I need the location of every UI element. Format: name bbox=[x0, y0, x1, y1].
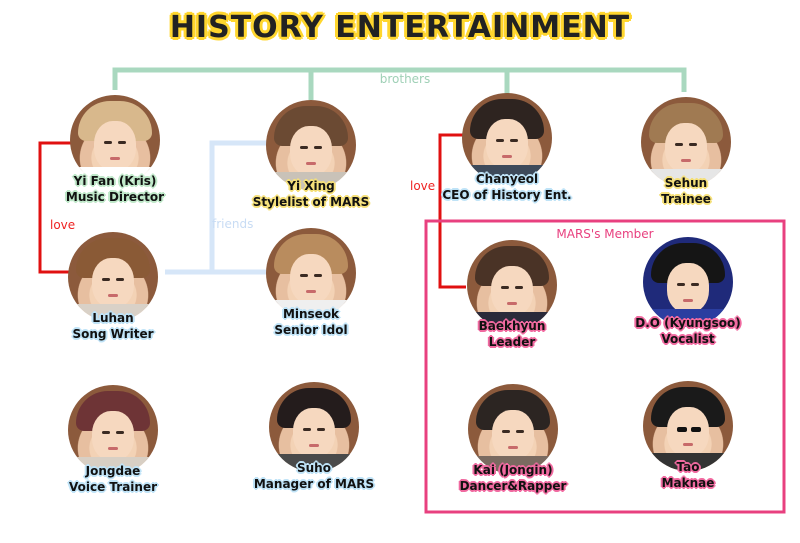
member-chanyeol: Chanyeol CEO of History Ent. bbox=[427, 93, 587, 223]
member-tao: Tao Maknae bbox=[608, 381, 768, 511]
name-baekhyun: Baekhyun bbox=[478, 319, 546, 333]
avatar-jongdae bbox=[68, 385, 158, 475]
avatar-minseok bbox=[266, 228, 356, 318]
role-chanyeol: CEO of History Ent. bbox=[442, 188, 572, 202]
love-connector-1 bbox=[38, 141, 75, 274]
role-suho: Manager of MARS bbox=[253, 477, 375, 491]
member-sehun: Sehun Trainee bbox=[606, 97, 766, 227]
avatar-do bbox=[643, 237, 733, 327]
name-minseok: Minseok bbox=[282, 307, 340, 321]
love-line-2 bbox=[438, 133, 468, 289]
member-do: D.O (Kyungsoo) Vocalist bbox=[608, 237, 768, 367]
label-do: D.O (Kyungsoo) Vocalist bbox=[608, 315, 768, 347]
label-sehun: Sehun Trainee bbox=[606, 175, 766, 207]
name-chanyeol: Chanyeol bbox=[475, 172, 539, 186]
name-do: D.O (Kyungsoo) bbox=[635, 316, 741, 330]
group-title: MARS's Member bbox=[556, 227, 654, 241]
name-kai: Kai (Jongin) bbox=[473, 463, 553, 477]
role-baekhyun: Leader bbox=[488, 335, 536, 349]
label-luhan: Luhan Song Writer bbox=[33, 310, 193, 342]
member-kai: Kai (Jongin) Dancer&Rapper bbox=[433, 384, 593, 514]
name-yifan: Yi Fan (Kris) bbox=[73, 174, 157, 188]
label-jongdae: Jongdae Voice Trainer bbox=[33, 463, 193, 495]
role-tao: Maknae bbox=[661, 476, 715, 490]
role-yifan: Music Director bbox=[65, 190, 165, 204]
label-suho: Suho Manager of MARS bbox=[234, 460, 394, 492]
love-line-1 bbox=[38, 141, 75, 274]
label-kai: Kai (Jongin) Dancer&Rapper bbox=[433, 462, 593, 494]
role-minseok: Senior Idol bbox=[274, 323, 348, 337]
role-sehun: Trainee bbox=[661, 192, 711, 206]
member-suho: Suho Manager of MARS bbox=[234, 382, 394, 512]
name-sehun: Sehun bbox=[664, 176, 708, 190]
label-minseok: Minseok Senior Idol bbox=[231, 306, 391, 338]
role-yixing: Stylelist of MARS bbox=[252, 195, 370, 209]
member-yifan: Yi Fan (Kris) Music Director bbox=[35, 95, 195, 225]
role-kai: Dancer&Rapper bbox=[459, 479, 567, 493]
member-baekhyun: Baekhyun Leader bbox=[432, 240, 592, 370]
avatar-luhan bbox=[68, 232, 158, 322]
friends-line-vertical bbox=[209, 140, 270, 275]
mars-group-box bbox=[424, 219, 786, 514]
role-do: Vocalist bbox=[661, 332, 715, 346]
avatar-kai bbox=[468, 384, 558, 474]
label-tao: Tao Maknae bbox=[608, 459, 768, 491]
brothers-line-top bbox=[112, 67, 687, 92]
avatar-tao bbox=[643, 381, 733, 471]
avatar-yifan bbox=[70, 95, 160, 185]
brothers-connector bbox=[112, 67, 687, 100]
avatar-sehun bbox=[641, 97, 731, 187]
member-luhan: Luhan Song Writer bbox=[33, 232, 193, 362]
page-title: HISTORY ENTERTAINMENT bbox=[169, 10, 631, 45]
member-jongdae: Jongdae Voice Trainer bbox=[33, 385, 193, 515]
avatar-suho bbox=[269, 382, 359, 472]
friends-connector bbox=[165, 140, 270, 275]
brothers-label: brothers bbox=[379, 72, 431, 86]
love-label-1: love bbox=[50, 218, 76, 232]
label-baekhyun: Baekhyun Leader bbox=[432, 318, 592, 350]
love-connector-2 bbox=[438, 133, 468, 289]
member-minseok: Minseok Senior Idol bbox=[231, 228, 391, 358]
name-luhan: Luhan bbox=[92, 311, 134, 325]
label-yifan: Yi Fan (Kris) Music Director bbox=[35, 173, 195, 205]
love-label-2: love bbox=[410, 179, 436, 193]
name-jongdae: Jongdae bbox=[85, 464, 141, 478]
role-jongdae: Voice Trainer bbox=[68, 480, 157, 494]
name-suho: Suho bbox=[297, 461, 331, 475]
label-yixing: Yi Xing Stylelist of MARS bbox=[231, 178, 391, 210]
role-luhan: Song Writer bbox=[72, 327, 154, 341]
avatar-chanyeol bbox=[462, 93, 552, 183]
name-yixing: Yi Xing bbox=[287, 179, 335, 193]
label-chanyeol: Chanyeol CEO of History Ent. bbox=[427, 171, 587, 203]
name-tao: Tao bbox=[676, 460, 700, 474]
member-yixing: Yi Xing Stylelist of MARS bbox=[231, 100, 391, 230]
avatar-yixing bbox=[266, 100, 356, 190]
avatar-baekhyun bbox=[467, 240, 557, 330]
friends-label: friends bbox=[212, 217, 254, 231]
